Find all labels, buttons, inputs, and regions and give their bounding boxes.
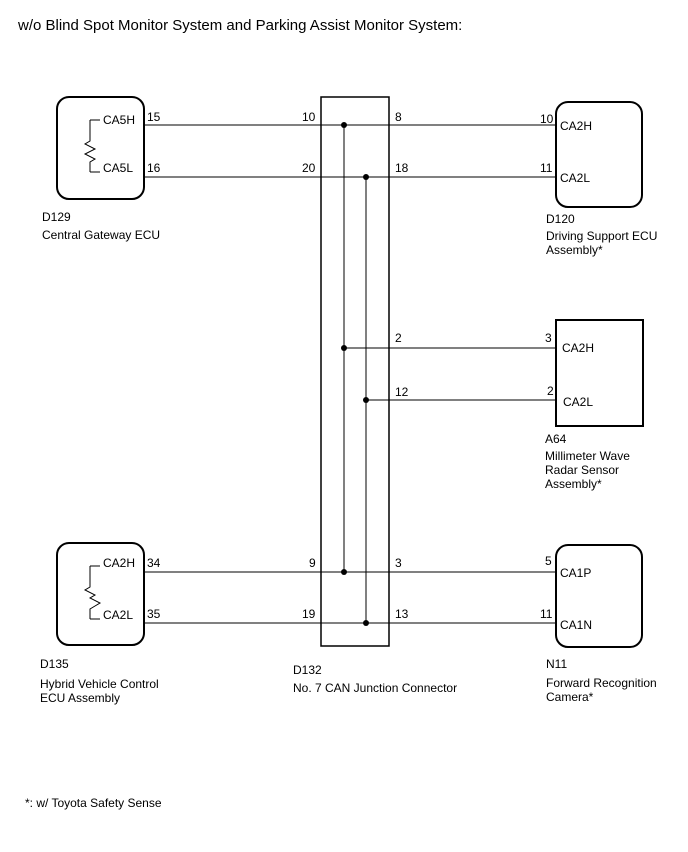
junction-dot (363, 174, 369, 180)
n11-name-line-1: Forward Recognition (546, 676, 657, 690)
d135-box (56, 542, 145, 646)
a64-name-line-2: Radar Sensor (545, 463, 619, 477)
d129-l-pin: 16 (147, 161, 161, 175)
a64-name-line-3: Assembly* (545, 477, 602, 491)
d135-l-pin: 35 (147, 607, 161, 621)
d129-l-label: CA5L (103, 161, 133, 175)
d135-code: D135 (40, 657, 69, 671)
component-d120: 10 11 CA2H CA2L D120 Driving Support ECU… (540, 101, 657, 257)
d129-code: D129 (42, 210, 71, 224)
junction-dot (341, 569, 347, 575)
wires (144, 124, 556, 624)
component-d129: CA5H CA5L 15 16 D129 Central Gateway ECU (42, 96, 161, 242)
d132-pin-right-2: 18 (395, 161, 409, 175)
d135-name-line-1: Hybrid Vehicle Control (40, 677, 159, 691)
d132-pin-right-3: 2 (395, 331, 402, 345)
d120-box (555, 101, 643, 208)
junction-dot (341, 345, 347, 351)
n11-l-pin: 11 (540, 607, 553, 621)
d120-code: D120 (546, 212, 575, 226)
component-d132: D132 No. 7 CAN Junction Connector 10 20 … (293, 96, 457, 695)
component-n11: 5 11 CA1P CA1N N11 Forward Recognition C… (540, 544, 657, 704)
junction-dot (363, 397, 369, 403)
d120-name-line-1: Driving Support ECU (546, 229, 657, 243)
d120-l-pin: 11 (540, 161, 553, 175)
d120-h-label: CA2H (560, 119, 592, 133)
junction-dot (341, 122, 347, 128)
d135-terminating-resistor (83, 566, 102, 619)
d120-h-pin: 10 (540, 112, 554, 126)
d129-box (56, 96, 145, 200)
d135-name-line-2: ECU Assembly (40, 691, 120, 705)
d132-pin-left-3: 9 (309, 556, 316, 570)
d135-h-label: CA2H (103, 556, 135, 570)
d132-code: D132 (293, 663, 322, 677)
n11-name-line-2: Camera* (546, 690, 594, 704)
a64-name-line-1: Millimeter Wave (545, 449, 630, 463)
d129-terminating-resistor (83, 120, 97, 172)
d132-name-line-1: No. 7 CAN Junction Connector (293, 681, 457, 695)
n11-code: N11 (546, 657, 567, 671)
n11-l-label: CA1N (560, 618, 592, 632)
d120-name-line-2: Assembly* (546, 243, 603, 257)
d135-h-pin: 34 (147, 556, 161, 570)
component-d135: CA2H CA2L 34 35 D135 Hybrid Vehicle Cont… (40, 542, 161, 705)
d132-pin-right-4: 12 (395, 385, 409, 399)
a64-code: A64 (545, 432, 567, 446)
d132-pin-left-1: 10 (302, 110, 316, 124)
d132-pin-right-5: 3 (395, 556, 402, 570)
junction-dot (363, 620, 369, 626)
junction-dots (341, 122, 369, 626)
component-a64: 3 2 CA2H CA2L A64 Millimeter Wave Radar … (545, 319, 644, 491)
n11-h-label: CA1P (560, 566, 591, 580)
d132-pin-left-2: 20 (302, 161, 316, 175)
d129-h-label: CA5H (103, 113, 135, 127)
footnote: *: w/ Toyota Safety Sense (25, 796, 162, 810)
a64-box (555, 319, 644, 427)
n11-box (555, 544, 643, 648)
d120-l-label: CA2L (560, 171, 590, 185)
a64-h-pin: 3 (545, 331, 552, 345)
n11-h-pin: 5 (545, 554, 552, 568)
diagram-title: w/o Blind Spot Monitor System and Parkin… (17, 17, 462, 34)
d132-box (320, 96, 390, 647)
a64-h-label: CA2H (562, 341, 594, 355)
d132-pin-right-6: 13 (395, 607, 409, 621)
d129-h-pin: 15 (147, 110, 161, 124)
d132-pin-left-4: 19 (302, 607, 316, 621)
d129-name-line-1: Central Gateway ECU (42, 228, 160, 242)
a64-l-pin: 2 (547, 384, 554, 398)
d132-pin-right-1: 8 (395, 110, 402, 124)
a64-l-label: CA2L (563, 395, 593, 409)
d135-l-label: CA2L (103, 608, 133, 622)
